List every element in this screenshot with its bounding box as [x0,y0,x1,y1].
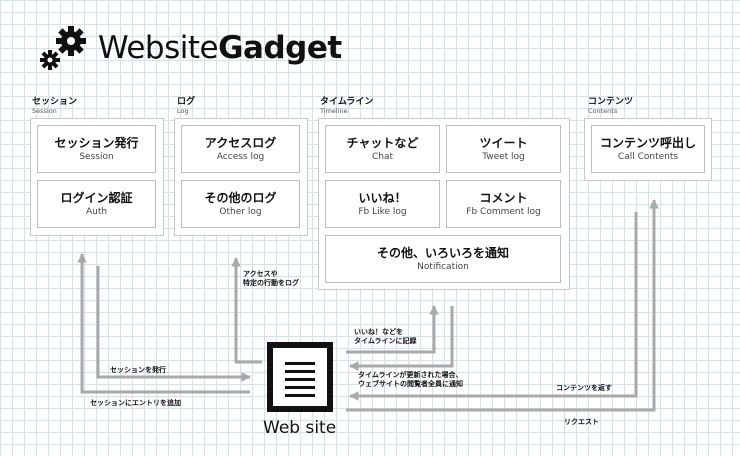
logo-text-light: Website [98,30,219,66]
box-title: その他、いろいろを通知 [376,245,509,260]
box-subtitle: Chat [371,151,394,162]
session-group-title: セッション [32,97,78,107]
label-record-like-line1: いいね！などを [354,328,403,336]
box-title: その他のログ [204,190,277,205]
logo-text-bold: Gadget [218,30,342,66]
box-subtitle: Tweet log [482,151,525,162]
label-issue-session: セッションを発行 [110,366,166,374]
label-log-access-line2: 特定の行動をログ [243,279,299,287]
contents-group-title: コンテンツ [588,97,634,107]
arrow-notify [349,306,454,371]
box-title: アクセスログ [204,135,277,150]
box-subtitle: Auth [85,206,108,217]
session-group-subtitle: Session [32,107,57,115]
box-title: ツイート [479,135,528,150]
label-record-like-line2: タイムラインに記録 [354,337,417,345]
document-icon [267,342,333,412]
gears-icon [40,26,86,70]
arrow-record-like [346,305,439,354]
box-subtitle: Call Contents [617,151,679,162]
box-title: ログイン認証 [60,190,133,205]
logo: WebsiteGadget [38,24,342,72]
box-title: セッション発行 [54,135,139,150]
login-auth-box: ログイン認証 Auth [37,180,156,228]
box-subtitle: Notification [417,261,469,272]
notification-box: その他、いろいろを通知 Notification [325,235,561,283]
logo-text: WebsiteGadget [98,30,342,66]
box-subtitle: Fb Comment log [466,206,541,217]
log-group-title: ログ [177,97,196,107]
chat-box: チャットなど Chat [325,125,440,173]
arrow-issue-session [96,266,251,382]
tweet-box: ツイート Tweet log [446,125,561,173]
label-log-access-line1: アクセスや [243,270,278,278]
fb-like-box: いいね！ Fb Like log [325,180,440,228]
box-title: コンテンツ呼出し [599,135,696,150]
other-log-box: その他のログ Other log [181,180,300,228]
website-node [267,342,333,416]
session-issue-box: セッション発行 Session [37,125,156,173]
label-add-session-entry: セッションにエントリを追加 [90,399,181,407]
contents-group-header: コンテンツ Contents [588,97,633,115]
arrow-log-access [231,257,262,364]
arrow-request [346,199,659,412]
contents-group-subtitle: Contents [588,107,618,115]
website-label: Web site [263,418,337,438]
box-title: いいね！ [358,190,407,205]
arrow-return-contents [349,212,638,401]
box-subtitle: Fb Like log [358,206,407,217]
box-title: コメント [479,190,528,205]
label-record-like: いいね！などを タイムラインに記録 [354,328,417,346]
box-title: チャットなど [346,135,419,150]
label-notify: タイムラインが更新された場合、 ウェブサイトの閲覧者全員に通知 [358,371,463,389]
call-contents-box: コンテンツ呼出し Call Contents [591,125,705,173]
label-notify-line2: ウェブサイトの閲覧者全員に通知 [358,380,463,388]
box-subtitle: Other log [219,206,262,217]
log-group-header: ログ Log [177,97,195,115]
label-request: リクエスト [564,418,599,426]
box-subtitle: Access log [216,151,265,162]
label-log-access: アクセスや 特定の行動をログ [243,270,299,288]
box-subtitle: Session [79,151,114,162]
label-return-contents: コンテンツを返す [556,384,612,392]
timeline-group-title: タイムライン [320,97,374,107]
label-notify-line1: タイムラインが更新された場合、 [358,371,463,379]
access-log-box: アクセスログ Access log [181,125,300,173]
fb-comment-box: コメント Fb Comment log [446,180,561,228]
timeline-group-subtitle: Timeline [320,107,348,115]
log-group-subtitle: Log [177,107,189,115]
arrow-add-session-entry [77,253,250,394]
session-group-header: セッション Session [32,97,77,115]
timeline-group-header: タイムライン Timeline [320,97,373,115]
